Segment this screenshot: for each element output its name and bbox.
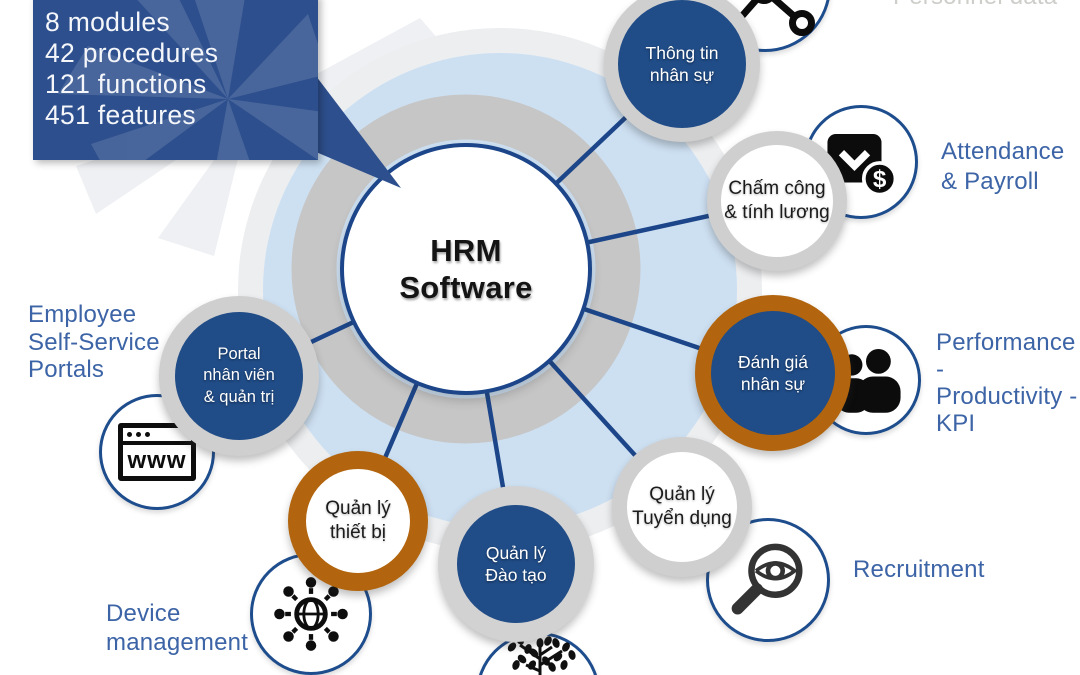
- svg-text:$: $: [873, 166, 887, 193]
- module-label: Chấm công & tính lương: [724, 177, 830, 223]
- stat-features: 451 features: [45, 100, 196, 130]
- module-label: Quản lý Đào tạo: [485, 542, 547, 585]
- browser-dot: [145, 432, 150, 437]
- label-recruitment: Recruitment: [853, 556, 985, 583]
- browser-dot: [136, 432, 141, 437]
- stat-functions: 121 functions: [45, 69, 207, 99]
- module-device: Quản lý thiết bị: [288, 451, 428, 591]
- clock-dollar-icon: $: [827, 134, 898, 197]
- hub-title: HRM Software: [399, 232, 533, 305]
- module-label: Đánh giá nhân sự: [737, 351, 809, 394]
- globe-network-icon: [274, 577, 348, 651]
- label-personnel-data: Personnel data: [893, 0, 1057, 10]
- module-portal: Portal nhân viên & quản trị: [159, 296, 319, 456]
- device-icon-circle: [250, 553, 372, 675]
- stat-modules: 8 modules: [45, 7, 170, 37]
- module-label: Portal nhân viên & quản trị: [203, 345, 275, 406]
- module-label: Thông tin nhân sự: [645, 42, 719, 85]
- module-personnel-evaluation: Đánh giá nhân sự: [695, 295, 851, 451]
- module-label: Quản lý thiết bị: [325, 497, 391, 543]
- tree-icon: [507, 635, 576, 675]
- browser-dot: [127, 432, 132, 437]
- module-attendance-payroll: Chấm công & tính lương: [707, 131, 847, 271]
- recruitment-icon-circle: [706, 518, 830, 642]
- gray-donut-ring: [291, 94, 641, 444]
- www-text: www: [127, 447, 187, 474]
- module-recruitment: Quản lý Tuyển dụng: [612, 437, 752, 577]
- www-browser-icon: www: [118, 423, 196, 481]
- label-device-management: Device management: [106, 600, 249, 656]
- label-performance-kpi: Performance - Productivity - KPI: [936, 329, 1078, 437]
- module-training: Quản lý Đào tạo: [438, 486, 594, 642]
- label-employee-self-service: Employee Self-Service Portals: [28, 301, 160, 383]
- browser-title-bar: [123, 428, 191, 445]
- callout-starburst: [58, 0, 318, 160]
- training-icon-circle: [476, 632, 600, 675]
- stat-procedures: 42 procedures: [45, 38, 219, 68]
- stats-callout: 8 modules 42 procedures 121 functions 45…: [33, 0, 318, 160]
- module-label: Quản lý Tuyển dụng: [632, 483, 732, 529]
- label-attendance-payroll: Attendance & Payroll: [941, 138, 1065, 195]
- hub-circle: HRM Software: [340, 143, 592, 395]
- magnifier-eye-icon: [731, 543, 803, 615]
